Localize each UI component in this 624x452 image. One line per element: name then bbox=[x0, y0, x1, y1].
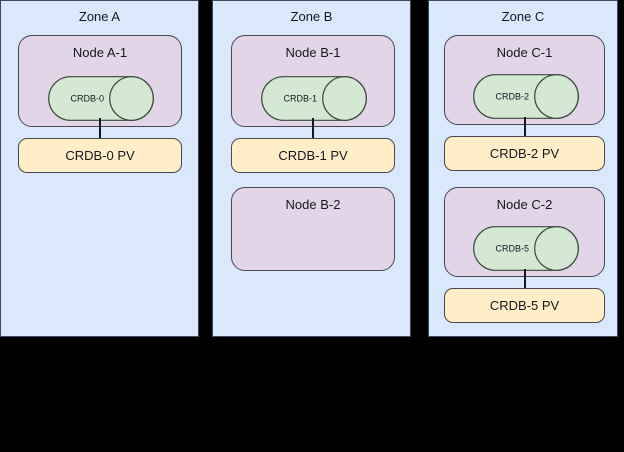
volume-label-crdb-2-pv: CRDB-2 PV bbox=[489, 145, 560, 161]
volume-label-crdb-5-pv: CRDB-5 PV bbox=[489, 297, 560, 313]
zone-container-b: Zone B Node B-1 CRDB-1 CRDB-1 PV Node B-… bbox=[212, 0, 411, 337]
volume-container-crdb-0-pv: CRDB-0 PV bbox=[18, 138, 182, 173]
volume-label-crdb-0-pv: CRDB-0 PV bbox=[65, 147, 135, 163]
cylinder-icon bbox=[473, 74, 579, 119]
zone-title-a: Zone A bbox=[78, 9, 121, 24]
database-label-crdb-1: CRDB-1 bbox=[283, 93, 317, 103]
volume-container-crdb-1-pv: CRDB-1 PV bbox=[231, 138, 395, 173]
cylinder-icon bbox=[261, 76, 367, 121]
zone-title-c: Zone C bbox=[501, 9, 545, 24]
connector-crdb-5-to-pv bbox=[524, 269, 526, 289]
volume-container-crdb-2-pv: CRDB-2 PV bbox=[444, 136, 605, 171]
connector-crdb-1-to-pv bbox=[312, 118, 314, 139]
volume-container-crdb-5-pv: CRDB-5 PV bbox=[444, 288, 605, 323]
node-title-a-1: Node A-1 bbox=[72, 45, 128, 60]
database-label-crdb-5: CRDB-5 bbox=[495, 243, 529, 253]
zone-container-c: Zone C Node C-1 CRDB-2 CRDB-2 PV Node C-… bbox=[428, 0, 618, 337]
database-cylinder-crdb-2: CRDB-2 bbox=[473, 74, 579, 119]
database-cylinder-crdb-5: CRDB-5 bbox=[473, 226, 579, 271]
node-title-c-2: Node C-2 bbox=[496, 197, 553, 212]
database-cylinder-crdb-1: CRDB-1 bbox=[261, 76, 367, 121]
cylinder-icon bbox=[48, 76, 154, 121]
node-title-b-2: Node B-2 bbox=[285, 197, 341, 212]
node-container-a-1: Node A-1 CRDB-0 bbox=[18, 35, 182, 127]
zone-container-a: Zone A Node A-1 CRDB-0 CRDB-0 PV bbox=[0, 0, 199, 337]
node-container-b-2: Node B-2 bbox=[231, 187, 395, 271]
node-container-c-1: Node C-1 CRDB-2 bbox=[444, 35, 605, 125]
database-cylinder-crdb-0: CRDB-0 bbox=[48, 76, 154, 121]
node-title-c-1: Node C-1 bbox=[496, 45, 553, 60]
node-container-c-2: Node C-2 CRDB-5 bbox=[444, 187, 605, 277]
cylinder-icon bbox=[473, 226, 579, 271]
volume-label-crdb-1-pv: CRDB-1 PV bbox=[278, 147, 348, 163]
connector-crdb-2-to-pv bbox=[524, 117, 526, 137]
node-container-b-1: Node B-1 CRDB-1 bbox=[231, 35, 395, 127]
database-label-crdb-0: CRDB-0 bbox=[70, 93, 104, 103]
node-title-b-1: Node B-1 bbox=[285, 45, 341, 60]
zone-title-b: Zone B bbox=[290, 9, 333, 24]
connector-crdb-0-to-pv bbox=[99, 118, 101, 139]
database-label-crdb-2: CRDB-2 bbox=[495, 91, 529, 101]
